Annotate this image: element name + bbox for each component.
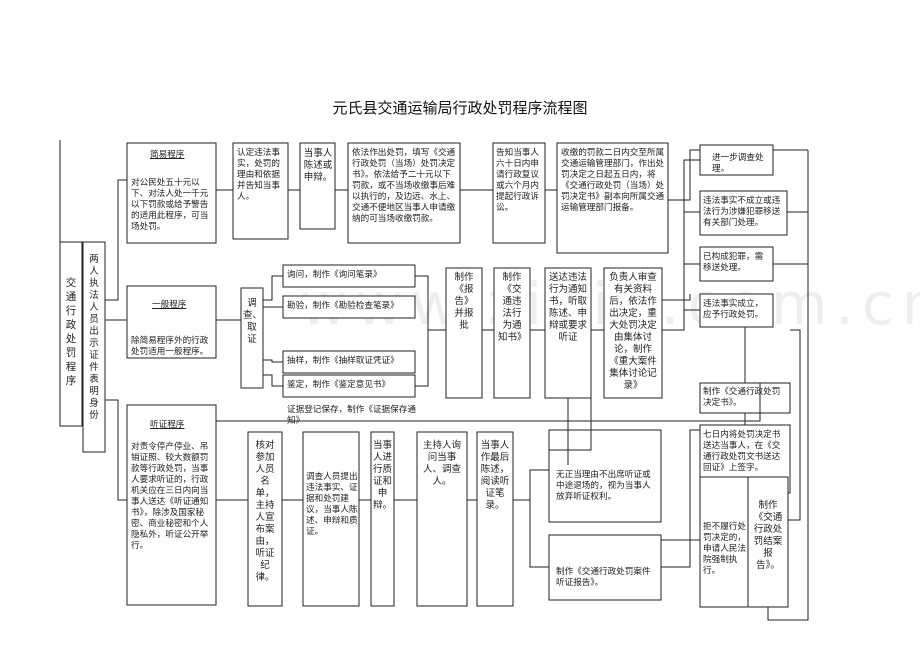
notice-text: 制作《交通违法行为通知书》 (498, 272, 527, 343)
box-simple (126, 142, 217, 244)
appraisal-text: 鉴定，制作《鉴定意见书》 (287, 380, 391, 390)
line-merge (415, 275, 429, 387)
box-statement (299, 142, 336, 230)
left-side-label: 两人执法人员出示证件表明身份 (89, 254, 99, 421)
line-report-delivery (661, 429, 700, 568)
box-notice (493, 267, 531, 399)
box-report (445, 267, 483, 399)
line-twodays-further (668, 149, 700, 201)
investigator-text: 调查人员提出违法事实、证据和处罚建议，当事人陈述、申辩和质证。 (306, 472, 358, 537)
hearing-body: 对责令停产停业、吊销证照、较大数额罚款等行政处罚，当事人要求听证的，行政机关应在… (131, 442, 209, 551)
box-onsite (347, 142, 461, 244)
line-final-notaccepted (513, 469, 549, 501)
box-left-side (82, 241, 106, 453)
box-closing (747, 476, 789, 608)
box-host-question (416, 431, 468, 607)
final-statement-text: 当事人作最后陈述，阅读听证笔录。 (480, 440, 510, 511)
left-main-label: 交通行政处罚程序 (65, 277, 77, 387)
transfer-text: 违法事实不成立或违法行为涉嫌犯罪移送有关部门处理。 (703, 196, 781, 228)
line-to-simple (105, 179, 127, 301)
confirm-facts-text: 认定违法事实，处罚的理由和依据并告知当事人。 (237, 148, 280, 202)
enforce-text: 拒不履行处罚决定的，申请人民法院强制执行。 (703, 522, 746, 576)
box-final (476, 431, 514, 607)
party-statement-text: 当事人陈述或申辩。 (303, 148, 333, 183)
box-established (699, 293, 774, 328)
established-text: 违法事实成立，应予行政处罚。 (703, 299, 764, 320)
line-hearing-top (216, 383, 761, 422)
box-investigation (240, 287, 264, 389)
line-appraisal (263, 374, 283, 387)
listen-text: 送达违法行为通知书，听取陈述、申辩或要求听证 (549, 272, 588, 343)
onsite-penalty-text: 依法作出处罚，填写《交通行政处罚（当场）处罚决定书》。依法给予二十元以下罚款，或… (352, 148, 456, 224)
further-text: 进一步调查处理。 (712, 153, 764, 174)
line-inquiry (263, 275, 283, 301)
notify-party-text: 告知当事人六十日内申请行政复议或六个月内提起行政诉讼。 (496, 148, 539, 213)
line-listen-hearing (549, 398, 592, 451)
verify-text: 核对参加人员名单，主持人宣布案由，听证纪律。 (255, 440, 275, 583)
inquiry-text: 询问，制作《询问笔录》 (287, 270, 382, 280)
box-left-main (59, 241, 83, 427)
evidence-preserve-text: 证据登记保存，制作《证据保存通知》 (287, 405, 416, 426)
line-right-outer (767, 150, 809, 621)
within-two-days-text: 收缴的罚款二日内交至所属交通运输管理部门，作出处罚决定之日起五日内，将《交通行政… (561, 148, 665, 213)
investigation-text: 调查、取证 (243, 298, 263, 345)
line-to-further (662, 159, 700, 331)
report-text: 制作《报告》并报批 (454, 272, 474, 331)
box-hearing (126, 404, 217, 606)
box-hearing-report (548, 534, 662, 601)
closing-text: 制作《交通行政处罚结案报告》。 (753, 500, 783, 571)
sampling-text: 抽样，制作《抽样取证凭证》 (287, 356, 399, 366)
penalty-decision-text: 制作《交通行政处罚决定书》。 (703, 387, 781, 408)
line-review-established (662, 294, 691, 301)
minor-text: 已构成犯罪，需移送处理。 (703, 252, 764, 273)
line-right-closing (788, 329, 801, 521)
box-investigator (302, 431, 360, 607)
line-sampling (263, 359, 283, 363)
simple-body: 对公民处五十元以下、对法人处一千元以下罚款或给予警告的适用此程序，可当场处罚。 (131, 178, 209, 232)
box-transfer (699, 190, 788, 236)
box-notify (492, 142, 546, 244)
general-title: 一般程序 (152, 300, 187, 310)
box-verify (247, 431, 283, 607)
inspection-text: 勘验，制作《勘验检查笔录》 (287, 301, 399, 311)
box-listen (544, 267, 592, 399)
page-title: 元氏县交通运输局行政处罚程序流程图 (332, 99, 588, 117)
line-to-hearing (105, 399, 127, 501)
party-debate-text: 当事人进行质证和申辩。 (373, 440, 393, 511)
box-minor (699, 246, 774, 282)
box-case-review (603, 267, 663, 399)
general-body: 除简易程序外的行政处罚适用一般程序。 (131, 336, 209, 357)
box-confirm (232, 142, 289, 240)
box-further (699, 144, 774, 176)
hearing-title: 听证程序 (150, 420, 185, 430)
delivery-text: 七日内将处罚决定书送达当事人，在《交通行政处罚文书送达回证》上签字。 (703, 430, 781, 473)
box-general (126, 285, 217, 359)
not-accepted-text: 无正当理由不出席听证或中途退场的，视为当事人放弃听证权利。 (556, 470, 651, 502)
host-question-text: 主持人询问当事人、调查人。 (422, 440, 461, 487)
case-review-text: 负责人审查有关资料后，依法作出决定，重大处罚决定由集体讨论，制作《重大案件集体讨… (609, 272, 657, 391)
box-party-debate (370, 431, 395, 607)
hearing-report-text: 制作《交通行政处罚案件听证报告》。 (556, 567, 651, 588)
simple-title: 简易程序 (150, 150, 185, 160)
box-two-days (556, 142, 669, 254)
line-final-report (529, 500, 549, 568)
